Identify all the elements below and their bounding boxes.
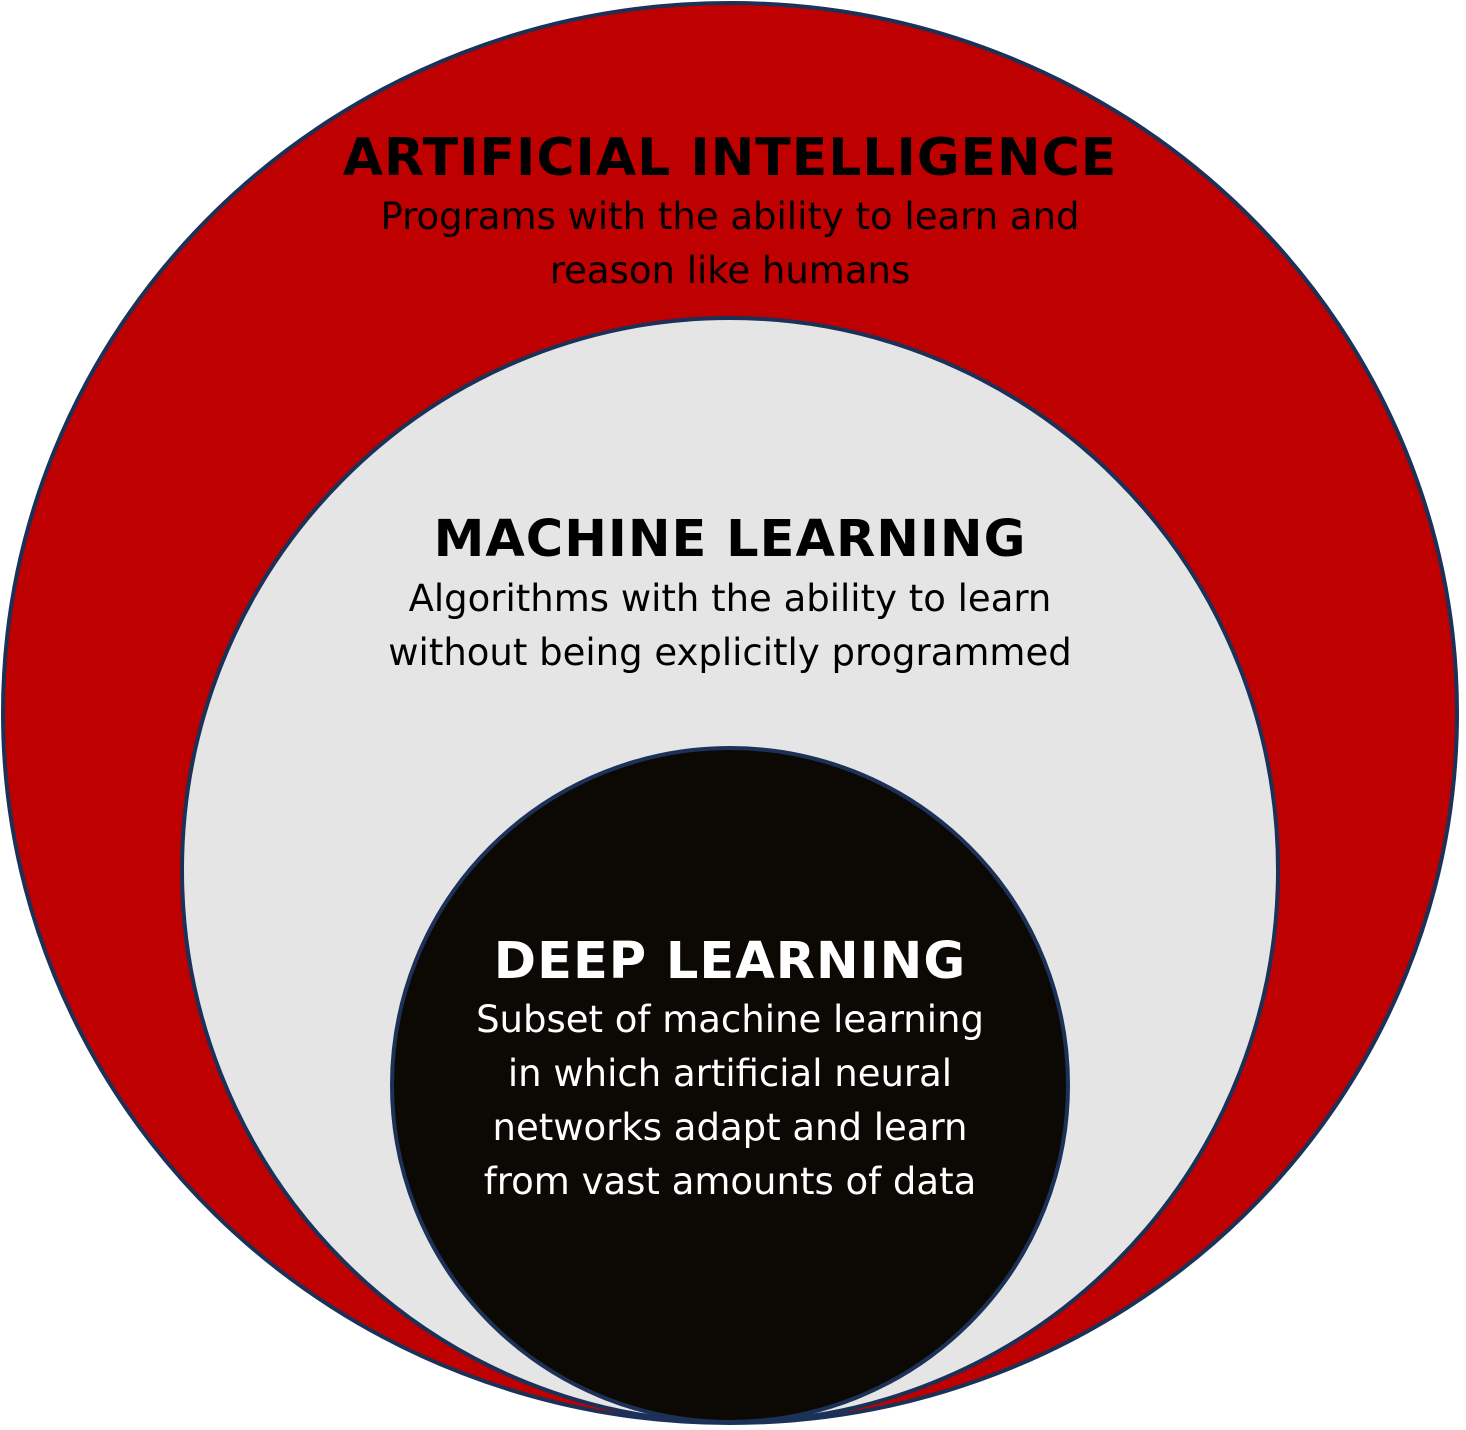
ai-description-line: reason like humans [549,249,911,292]
ai-description-line: Programs with the ability to learn and [380,195,1080,238]
dl-circle [390,746,1070,1424]
ml-description-line: Algorithms with the ability to learn [408,577,1052,620]
ai-description: Programs with the ability to learn and r… [230,190,1230,298]
ai-title: ARTIFICIAL INTELLIGENCE [342,128,1118,188]
ml-label-block: MACHINE LEARNING Algorithms with the abi… [330,510,1130,680]
ml-description: Algorithms with the ability to learn wit… [330,572,1130,680]
ai-label-block: ARTIFICIAL INTELLIGENCE Programs with th… [230,128,1230,298]
dl-description-line: networks adapt and learn [492,1106,968,1149]
dl-description-line: Subset of machine learning [476,998,984,1041]
dl-description: Subset of machine learning in which arti… [430,993,1030,1209]
ml-description-line: without being explicitly programmed [388,631,1072,674]
dl-description-line: in which artificial neural [507,1052,953,1095]
dl-title: DEEP LEARNING [493,932,967,991]
ml-title: MACHINE LEARNING [433,510,1027,569]
dl-description-line: from vast amounts of data [483,1160,977,1203]
dl-label-block: DEEP LEARNING Subset of machine learning… [430,931,1030,1209]
